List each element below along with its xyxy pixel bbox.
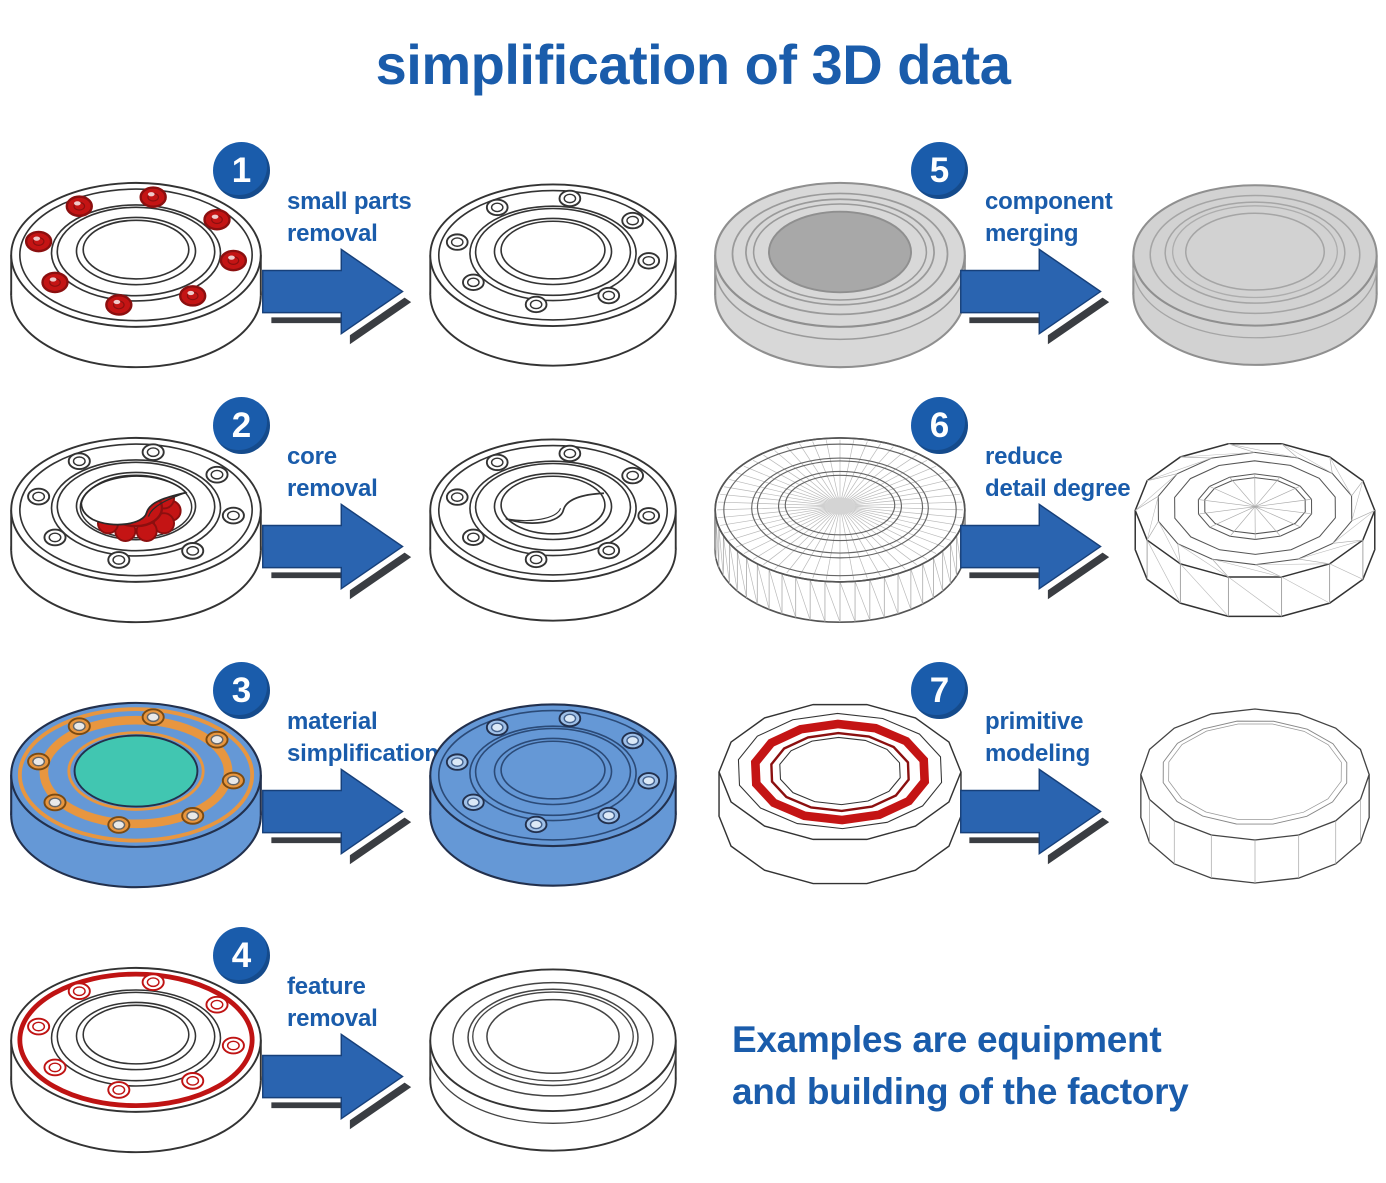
step-3-after-model: [420, 678, 686, 914]
step-number: 1: [232, 151, 251, 191]
step-number: 4: [232, 936, 251, 976]
right-arrow-icon: [257, 756, 415, 869]
right-arrow-icon: [955, 756, 1113, 869]
step-2-core-removal: 2 core removal: [0, 395, 694, 653]
step-7-after-model: [1124, 678, 1386, 914]
step-7-number-badge: 7: [911, 662, 968, 719]
step-number: 3: [232, 671, 251, 711]
page-title: simplification of 3D data: [0, 32, 1386, 97]
step-4-feature-removal: 4 feature removal: [0, 925, 694, 1183]
right-arrow-icon: [257, 1021, 415, 1134]
right-arrow-icon: [955, 236, 1113, 349]
step-number: 2: [232, 406, 251, 446]
step-6-reduce-detail-degree: 6 reduce detail degree: [698, 395, 1386, 653]
step-4-after-model: [420, 943, 686, 1179]
step-6-number-badge: 6: [911, 397, 968, 454]
right-arrow-icon: [955, 491, 1113, 604]
right-arrow-icon: [257, 236, 415, 349]
step-6-after-model: [1124, 413, 1386, 649]
step-2-number-badge: 2: [213, 397, 270, 454]
step-5-after-model: [1124, 158, 1386, 394]
step-1-after-model: [420, 158, 686, 394]
step-number: 6: [930, 406, 949, 446]
step-3-number-badge: 3: [213, 662, 270, 719]
step-1-small-parts-removal: 1 small parts removal: [0, 140, 694, 398]
step-4-number-badge: 4: [213, 927, 270, 984]
step-number: 7: [930, 671, 949, 711]
step-1-number-badge: 1: [213, 142, 270, 199]
step-5-component-merging: 5 component merging: [698, 140, 1386, 398]
right-arrow-icon: [257, 491, 415, 604]
step-7-primitive-modeling: 7 primitive modeling: [698, 660, 1386, 918]
step-5-number-badge: 5: [911, 142, 968, 199]
step-number: 5: [930, 151, 949, 191]
footer-caption: Examples are equipment and building of t…: [732, 1014, 1188, 1118]
step-2-after-model: [420, 413, 686, 649]
step-3-material-simplification: 3 material simplification: [0, 660, 694, 918]
